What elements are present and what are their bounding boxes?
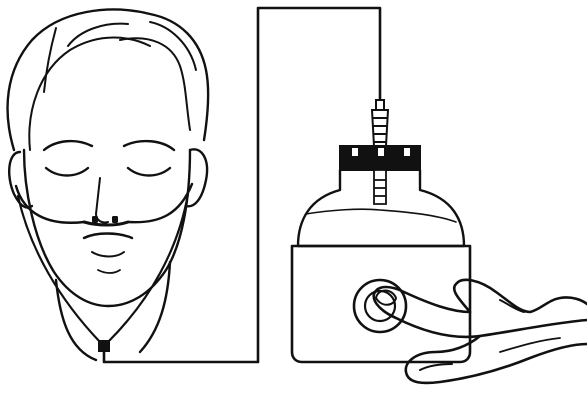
knuckle-line [500, 300, 524, 312]
neck-left [56, 280, 96, 360]
thumb-crease [420, 364, 452, 370]
upper-fingers [454, 280, 587, 312]
face-outline [24, 150, 190, 306]
nose [96, 178, 108, 223]
cap-notch-left [352, 148, 358, 156]
top-nozzle [372, 100, 388, 146]
pointing-hand-icon [374, 280, 587, 383]
hair-strand [68, 24, 128, 46]
right-eye [128, 168, 170, 176]
cap-notch-right [404, 148, 410, 156]
cap-notch-mid [378, 148, 384, 156]
mouth-upper [84, 234, 132, 239]
left-eyebrow [44, 141, 92, 150]
oxygen-tube-icon [104, 8, 380, 362]
supply-tube [104, 8, 380, 362]
inner-outlet [374, 170, 386, 204]
thumb [406, 336, 587, 383]
hair-strand [150, 22, 196, 70]
hair-strand [44, 28, 56, 92]
hair-strand [120, 38, 190, 130]
mouth-lower [92, 252, 124, 257]
cannula-prong-left [92, 216, 98, 223]
cannula-prong-right [112, 216, 118, 223]
face-icon [8, 10, 209, 360]
left-eye [46, 168, 88, 176]
neck-right [140, 262, 170, 352]
cannula-tube-down-left [18, 196, 100, 342]
humidifier-bottle-icon [292, 100, 470, 362]
bottle-shoulder-line [306, 209, 456, 222]
hair-strand [29, 38, 150, 151]
nasal-cannula-icon [16, 184, 192, 352]
cannula-tube-down-right [108, 194, 188, 342]
right-eyebrow [124, 141, 174, 150]
hair-outline [8, 10, 209, 150]
chin-crease [98, 270, 120, 273]
cannula-slider [98, 340, 110, 352]
